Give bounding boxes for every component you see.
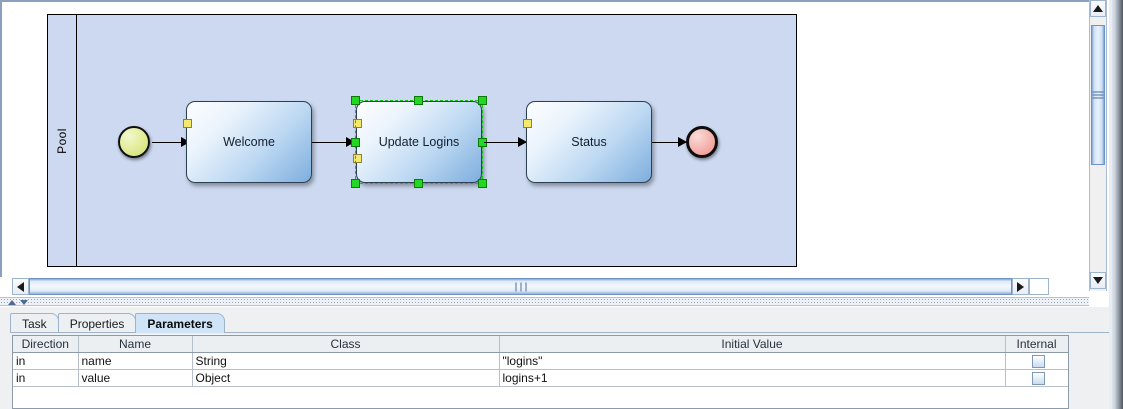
task-node-status[interactable]: Status [523,101,652,183]
cell-name[interactable]: value [78,369,193,387]
scroll-right-button[interactable] [1012,278,1029,295]
task-port-icon[interactable] [353,154,362,163]
tab-parameters[interactable]: Parameters [135,313,225,333]
resize-handle-se[interactable] [478,179,487,188]
scroll-grip-icon [1092,90,1104,101]
cell-class[interactable]: String [192,352,500,370]
table-header-row: Direction Name Class Initial Value Inter… [13,336,1068,353]
resize-handle-nw[interactable] [351,96,360,105]
window-edge [1112,0,1123,409]
arrowhead-icon [181,137,190,147]
internal-checkbox[interactable] [1031,372,1045,386]
arrowhead-icon [678,137,687,147]
end-event-node[interactable] [686,126,718,158]
properties-panel: Task Properties Parameters Direction Nam… [0,307,1123,409]
task-port-icon[interactable] [353,119,362,128]
diagram-canvas[interactable]: Pool Welcome Update Logins [0,0,1089,277]
table-row[interactable]: in value Object logins+1 [13,369,1068,387]
tab-label: Task [22,316,47,331]
column-header-direction[interactable]: Direction [13,336,79,353]
cell-name[interactable]: name [78,352,193,370]
property-tabs[interactable]: Task Properties Parameters [10,312,225,333]
task-port-icon[interactable] [523,119,532,128]
pool-lane-header: Pool [48,15,77,266]
scroll-left-button[interactable] [12,278,29,295]
triangle-left-icon [17,281,24,292]
tab-label: Properties [69,316,125,331]
parameters-table[interactable]: Direction Name Class Initial Value Inter… [13,336,1068,387]
horizontal-scroll-thumb[interactable] [29,278,1012,295]
pool-label: Pool [55,127,69,154]
connector-start-to-welcome[interactable] [152,142,186,143]
resize-handle-sw[interactable] [351,179,360,188]
tab-separator [10,332,1115,333]
splitter-collapse-up-icon[interactable] [8,300,16,305]
scroll-down-button[interactable] [1090,272,1106,289]
connector-welcome-to-update[interactable] [312,142,354,143]
tab-properties[interactable]: Properties [57,313,137,333]
cell-direction[interactable]: in [13,369,79,387]
task-node-welcome[interactable]: Welcome [183,101,312,183]
scrollbar-corner [1029,278,1049,295]
triangle-down-icon [1093,277,1103,284]
task-label: Welcome [223,135,275,149]
cell-class[interactable]: Object [192,369,500,387]
cell-initial-value[interactable]: logins+1 [499,369,1006,387]
scroll-grip-icon [513,282,528,291]
column-header-name[interactable]: Name [78,336,193,353]
resize-handle-ne[interactable] [478,96,487,105]
cell-internal[interactable] [1005,352,1068,370]
column-header-initial-value[interactable]: Initial Value [499,336,1006,353]
splitter-collapse-down-icon[interactable] [20,300,28,305]
arrowhead-icon [518,137,527,147]
column-header-class[interactable]: Class [192,336,500,353]
resize-handle-w[interactable] [351,138,360,147]
task-node-update-logins[interactable]: Update Logins [353,101,482,183]
table-row[interactable]: in name String "logins" [13,352,1068,370]
scroll-up-button[interactable] [1090,0,1106,17]
arrowhead-icon [346,137,355,147]
connector-update-to-status[interactable] [484,142,526,143]
task-label: Update Logins [378,135,460,149]
resize-handle-s[interactable] [414,179,423,188]
triangle-right-icon [1017,281,1024,292]
diagram-canvas-content[interactable]: Pool Welcome Update Logins [2,2,1089,277]
task-port-icon[interactable] [183,119,192,128]
canvas-horizontal-scrollbar[interactable] [12,278,1012,295]
triangle-up-icon [1093,5,1103,12]
cell-initial-value[interactable]: "logins" [499,352,1006,370]
tab-task[interactable]: Task [10,313,59,333]
tab-label: Parameters [147,316,213,331]
panel-splitter[interactable] [0,297,1089,306]
connector-status-to-end[interactable] [652,142,686,143]
resize-handle-n[interactable] [414,96,423,105]
window-edge-inner [1109,0,1112,409]
vertical-scroll-thumb[interactable] [1091,25,1105,165]
cell-direction[interactable]: in [13,352,79,370]
canvas-vertical-scrollbar[interactable] [1089,0,1107,291]
start-event-node[interactable] [118,126,150,158]
task-label: Status [571,135,607,149]
internal-checkbox[interactable] [1031,355,1045,369]
cell-internal[interactable] [1005,369,1068,387]
parameters-table-container[interactable]: Direction Name Class Initial Value Inter… [12,335,1069,409]
column-header-internal[interactable]: Internal [1005,336,1068,353]
